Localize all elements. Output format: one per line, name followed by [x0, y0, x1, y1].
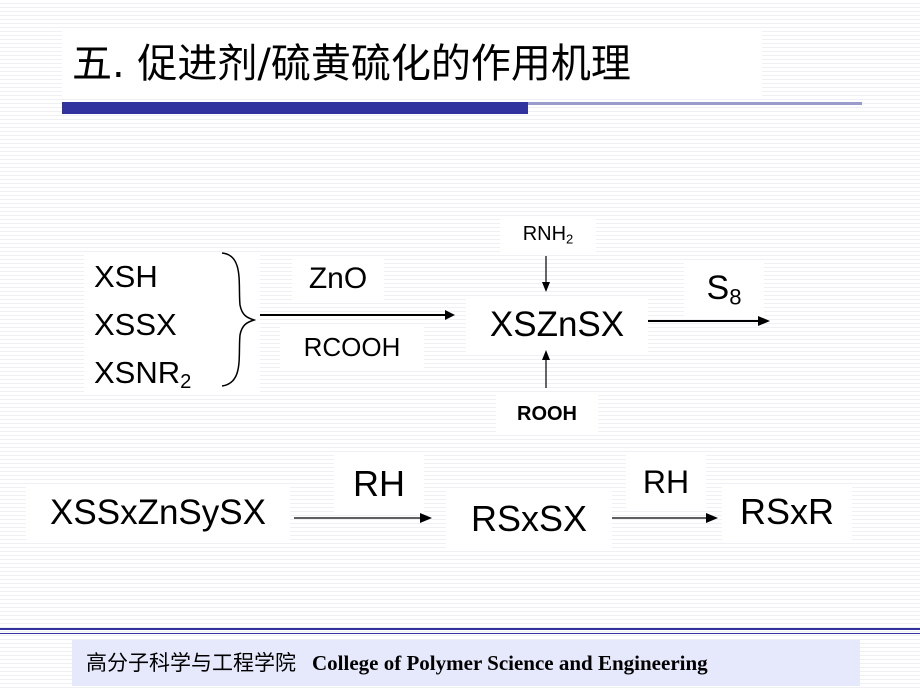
reagent-rooh: ROOH: [496, 394, 598, 434]
title-underline-thin: [528, 102, 862, 105]
complex-xssxznsysx: XSSxZnSySX: [26, 484, 290, 542]
intermediate-xszn-sx: XSZnSX: [466, 298, 648, 352]
reagent-zno: ZnO: [292, 256, 384, 302]
reagent-s8: S8: [684, 260, 764, 316]
reagent-rh-2: RH: [626, 454, 706, 510]
slide-title: 五. 促进剂/硫黄硫化的作用机理: [62, 30, 762, 98]
reactant-xssx: XSSX: [94, 307, 177, 342]
footer-rule-thick: [0, 628, 920, 630]
footer-en-text: College of Polymer Science and Engineeri…: [312, 651, 708, 675]
reagent-rh-1: RH: [334, 454, 424, 514]
reactant-list: XSH XSSX XSNR2: [84, 253, 260, 395]
footer-cn-text: 高分子科学与工程学院: [86, 651, 296, 675]
reactant-xsh: XSH: [94, 259, 158, 294]
footer-rule-thin: [0, 633, 920, 634]
product-rsxsx: RSxSX: [446, 490, 612, 548]
reactant-brace: [221, 252, 257, 387]
title-underline-thick: [62, 102, 528, 114]
reagent-rnh2: RNH2: [500, 216, 596, 252]
footer-bar: 高分子科学与工程学院 College of Polymer Science and…: [72, 640, 860, 686]
product-rsxr: RSxR: [722, 484, 852, 540]
reagent-rcooh: RCOOH: [280, 324, 424, 370]
reactant-xsnr2: XSNR2: [94, 355, 192, 394]
